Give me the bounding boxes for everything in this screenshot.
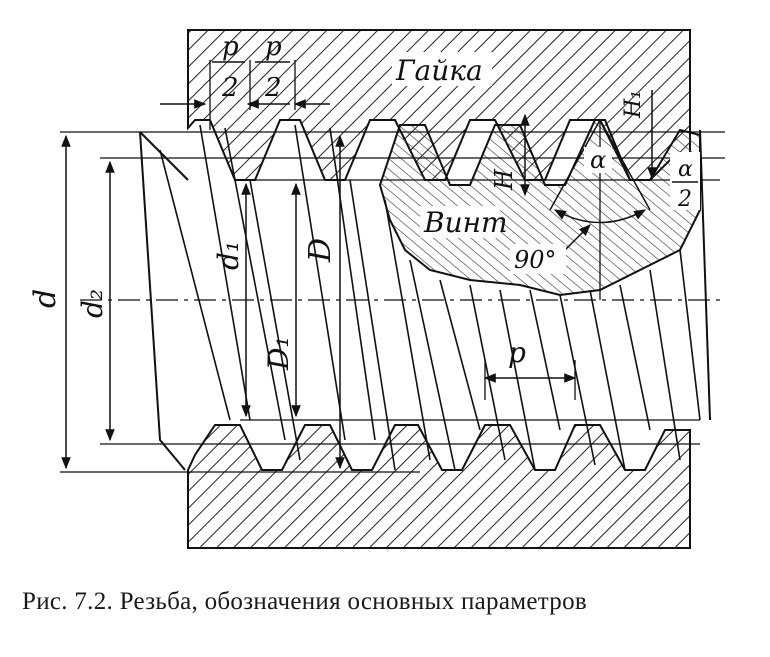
dimension-lines: [61, 60, 657, 470]
label-d: d: [28, 289, 63, 308]
screw-cutaway-section: [378, 119, 701, 297]
label-d2: d₂: [76, 289, 109, 318]
figure-caption: Рис. 7.2. Резьба, обозначения основных п…: [22, 588, 587, 615]
label-nut: Гайка: [395, 54, 483, 87]
labels: p 2 p 2 Гайка Винт H H₁ α α 2 90° d d₂ d…: [28, 32, 700, 371]
label-two-right: 2: [264, 73, 282, 103]
label-pitch: p: [508, 336, 526, 369]
nut-bottom-section: [187, 424, 691, 549]
label-alpha: α: [590, 146, 606, 174]
thread-diagram: p 2 p 2 Гайка Винт H H₁ α α 2 90° d d₂ d…: [28, 29, 725, 549]
label-H: H: [490, 168, 518, 191]
label-p-left: p: [222, 32, 239, 62]
label-D1: D₁: [262, 336, 295, 371]
label-p-right: p: [265, 32, 282, 62]
label-H1: H₁: [621, 90, 646, 119]
label-screw: Винт: [423, 206, 508, 239]
label-alpha-half-num: α: [678, 157, 693, 182]
label-d1: d₁: [212, 241, 245, 270]
label-two-left: 2: [221, 73, 239, 103]
label-alpha-half-den: 2: [677, 187, 692, 212]
screw-body: [139, 124, 711, 471]
label-right-angle: 90°: [514, 246, 557, 274]
label-D: D: [303, 238, 338, 263]
